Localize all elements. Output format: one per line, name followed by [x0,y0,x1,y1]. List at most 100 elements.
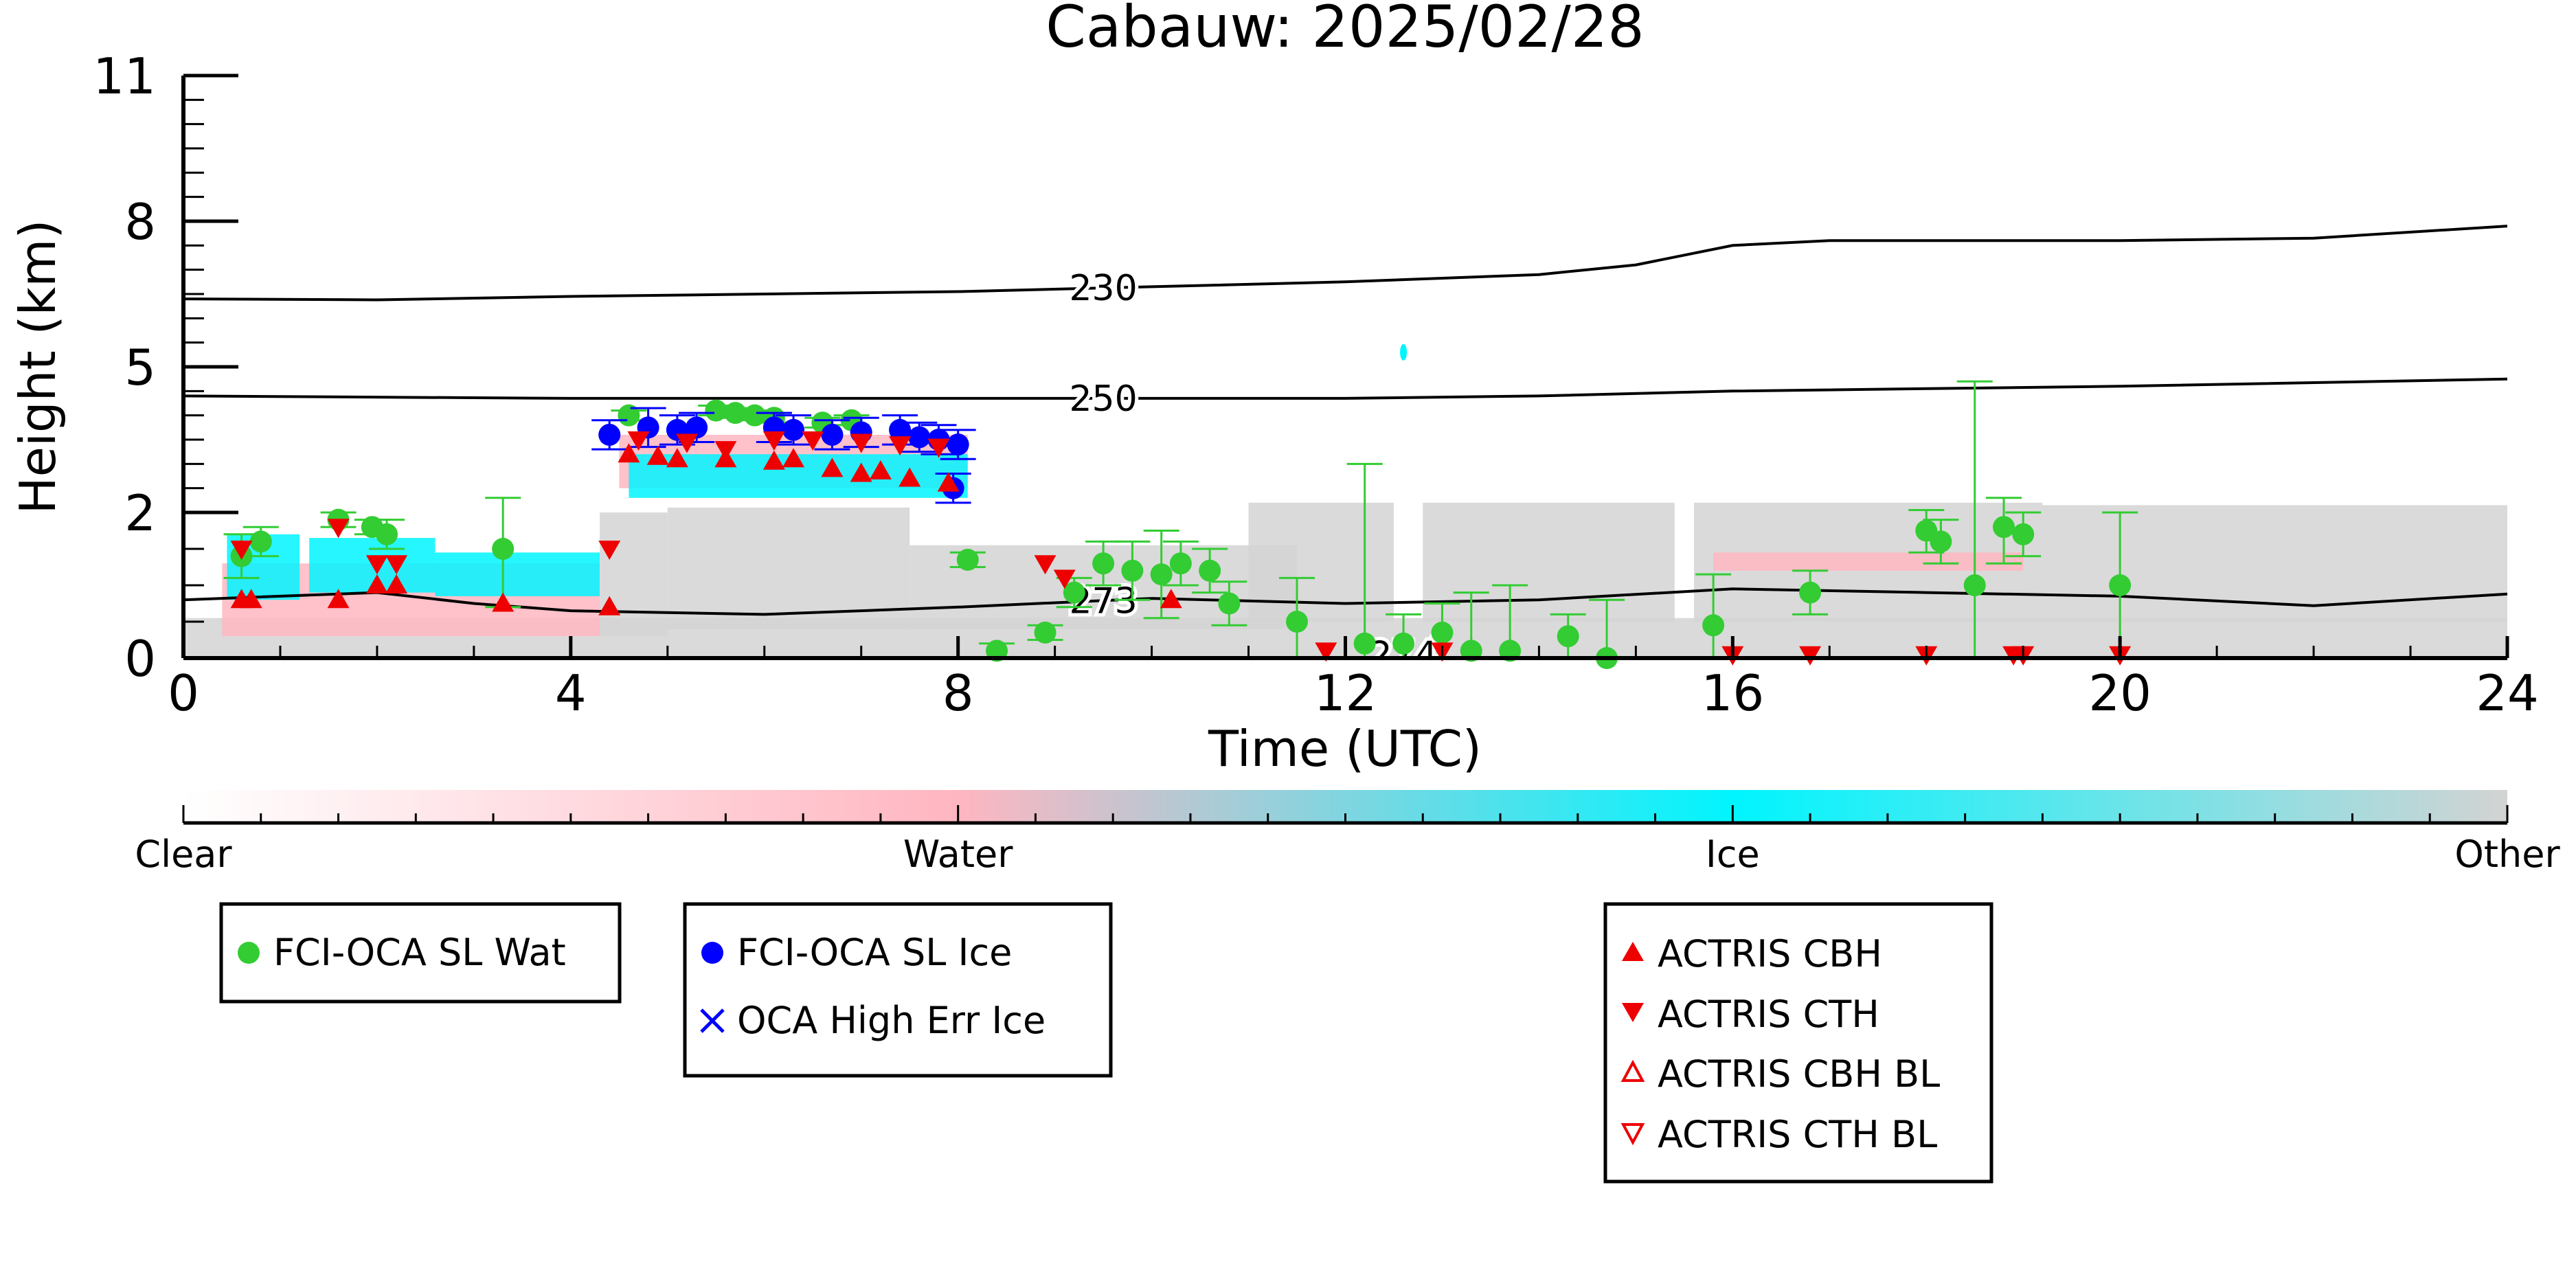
actris-cth-point-1 [327,519,350,539]
legend-marker-cth [1622,1003,1644,1022]
actris-cth-point-9 [802,431,824,451]
legend-ice: FCI-OCA SL Ice OCA High Err Ice [683,902,1113,1078]
fci-oca-sl-wat-point-19 [1150,563,1173,586]
legend-marker-sl-wat [238,942,260,964]
fci-oca-sl-wat-point-36 [1993,516,2015,539]
legend-water: FCI-OCA SL Wat [219,902,622,1004]
actris-cbh-point-15 [869,460,892,479]
x-tick-label-12: 12 [1314,664,1377,722]
fci-oca-sl-wat-point-8 [724,402,747,425]
fci-oca-sl-ice-point-0 [598,423,621,446]
fci-oca-sl-wat-point-38 [2109,574,2132,596]
actris-cbh-point-13 [821,457,844,477]
legend-label-cbh: ACTRIS CBH [1658,932,1882,975]
fci-oca-sl-wat-point-20 [1169,552,1192,575]
fci-oca-sl-wat-point-4 [376,523,398,545]
fci-oca-sl-wat-point-25 [1392,632,1415,655]
actris-cbh-point-8 [646,445,669,465]
cloud-mask-region-8 [667,507,910,629]
actris-cth-point-11 [889,436,912,456]
x-tick-label-0: 0 [168,664,199,722]
x-tick-label-4: 4 [555,664,587,722]
fci-oca-sl-ice-point-5 [782,418,805,441]
x-tick-label-24: 24 [2476,664,2539,722]
contour-line-273 [183,587,2507,616]
fci-oca-sl-ice-point-3 [686,416,708,439]
legend-label-cbh-bl: ACTRIS CBH BL [1658,1052,1940,1096]
actris-cth-point-12 [927,438,950,458]
fci-oca-sl-wat-point-17 [1092,552,1115,575]
actris-cbh-point-17 [937,472,960,492]
cloud-mask-region-11 [1423,502,1675,622]
y-tick-label-0: 0 [124,630,156,688]
retrieval-markers [223,380,2138,669]
legend-marker-cbh [1622,942,1644,961]
actris-cbh-point-18 [1160,589,1182,609]
actris-cbh-point-5 [492,592,515,612]
legend-marker-sl-ice [701,942,723,964]
legend-marker-cth-bl [1620,1123,1645,1146]
actris-cth-point-5 [627,431,650,451]
x-tick-label-20: 20 [2088,664,2151,722]
actris-cth-point-10 [850,433,872,453]
colorbar-label-water: Water [903,833,1013,876]
fci-oca-sl-wat-point-21 [1199,559,1221,582]
fci-oca-sl-wat-point-29 [1557,625,1579,648]
actris-cth-point-6 [675,433,698,453]
fci-oca-sl-wat-point-22 [1218,592,1241,615]
fci-oca-sl-wat-point-26 [1431,621,1454,644]
fci-oca-sl-ice-point-6 [821,423,844,446]
contour-line-230 [183,225,2507,302]
legend-label-cth: ACTRIS CTH [1658,993,1879,1036]
contour-line-250 [183,377,2507,400]
fci-oca-sl-wat-point-37 [2012,523,2035,545]
actris-cth-point-3 [385,555,408,575]
fci-oca-sl-wat-point-1 [249,530,272,553]
legend-label-cth-bl: ACTRIS CTH BL [1658,1113,1937,1156]
fci-oca-sl-wat-point-18 [1121,559,1144,582]
actris-cth-point-18 [1799,646,1822,666]
actris-cth-point-8 [762,431,785,451]
legend-actris: ACTRIS CBH ACTRIS CTH ACTRIS CBH BL ACTR… [1603,902,1993,1184]
fci-oca-sl-ice-point-8 [889,418,912,441]
actris-cbh-point-14 [850,462,872,482]
y-tick-label-5: 5 [124,339,156,396]
fci-oca-sl-wat-point-32 [1799,581,1822,604]
colorbar-label-other: Other [2454,833,2560,876]
cloud-mask-region-5 [600,512,668,637]
actris-cth-point-2 [365,555,388,575]
legend-label-high-err-ice: OCA High Err Ice [737,999,1046,1042]
actris-cbh-point-7 [618,443,640,463]
legend-marker-cbh-bl [1620,1059,1645,1082]
y-tick-label-8: 8 [124,193,156,251]
y-tick-label-11: 11 [93,47,156,105]
actris-cth-point-15 [1315,642,1337,662]
actris-cth-point-7 [714,441,737,461]
contour-label-230: 230 [1069,268,1137,309]
fci-oca-sl-wat-point-5 [492,538,515,560]
legend-label-sl-ice: FCI-OCA SL Ice [737,931,1012,974]
fci-oca-sl-wat-point-7 [705,399,727,422]
actris-cth-point-13 [1034,555,1057,575]
contour-label-250: 250 [1069,379,1137,420]
fci-oca-sl-ice-point-9 [908,426,931,449]
x-tick-label-16: 16 [1702,664,1765,722]
actris-cbh-point-3 [365,574,388,594]
fci-oca-sl-wat-point-15 [1034,621,1057,644]
fci-oca-sl-wat-point-13 [956,548,979,571]
actris-cbh-point-4 [385,574,408,594]
chart-title: Cabauw: 2025/02/28 [1046,0,1644,60]
cloud-mask-layer [183,343,2507,658]
ice-speck [1400,343,1408,361]
actris-cbh-point-11 [762,450,785,470]
fci-oca-sl-wat-point-34 [1930,530,1952,553]
actris-cbh-point-1 [240,589,262,609]
cloud-mask-region-13 [1713,552,2024,571]
fci-oca-sl-ice-point-11 [947,433,969,456]
actris-cbh-point-2 [327,589,350,609]
fci-oca-sl-wat-point-23 [1286,611,1309,633]
x-axis-label: Time (UTC) [1208,720,1482,778]
x-tick-label-8: 8 [942,664,974,722]
